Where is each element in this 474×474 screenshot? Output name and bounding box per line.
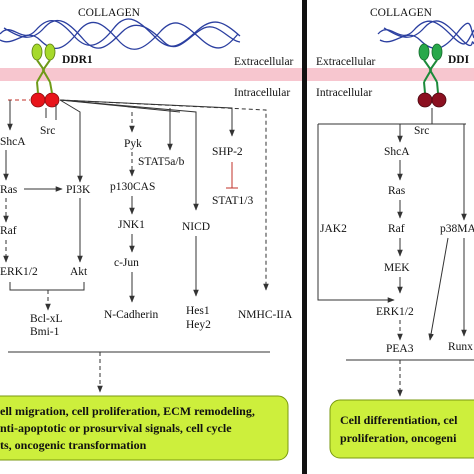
node-shca: ShcA [0, 136, 26, 148]
left-collagen-label: COLLAGEN [78, 7, 141, 19]
right-node-mek: MEK [384, 262, 410, 274]
right-node-erk: ERK1/2 [376, 306, 414, 318]
arrow-to-nicd [59, 99, 199, 211]
right-node-runx: Runx [448, 341, 473, 353]
right-node-shca: ShcA [384, 146, 410, 158]
arrow-right-p38-pea3 [428, 237, 449, 341]
left-outcome-line-2: nti-apoptotic or prosurvival signals, ce… [0, 421, 232, 435]
right-collagen-label: COLLAGEN [370, 7, 433, 19]
node-bcl: Bcl-xL [30, 313, 63, 325]
node-hey2: Hey2 [186, 319, 211, 331]
ddr2-label: DDI [448, 54, 470, 66]
right-node-ras: Ras [388, 185, 406, 197]
left-membrane [0, 68, 302, 81]
erk-akt-join [9, 282, 85, 291]
right-node-src: Src [414, 125, 429, 137]
right-outcome-line-2: proliferation, oncogeni [340, 431, 457, 445]
node-akt: Akt [70, 266, 88, 278]
inhibit-shp2-stat13 [226, 162, 238, 189]
ddr2-receptor [417, 43, 447, 108]
right-outcome-line-1: Cell differentiation, cel [340, 413, 458, 427]
node-ras: Ras [0, 184, 18, 196]
panel-divider [302, 0, 307, 474]
right-extracellular-label: Extracellular [316, 56, 376, 68]
node-hes1: Hes1 [186, 305, 210, 317]
arrow-right-left-to-erk [317, 124, 395, 303]
node-stat13: STAT1/3 [212, 195, 253, 207]
node-cjun: c-Jun [114, 257, 139, 269]
node-ncad: N-Cadherin [104, 309, 159, 321]
node-bmi: Bmi-1 [30, 326, 60, 338]
arrow-to-pi3k [59, 99, 83, 183]
node-pi3k: PI3K [66, 184, 91, 196]
left-outcome-line-3: ts, oncogenic transformation [0, 438, 147, 452]
right-node-raf: Raf [388, 223, 405, 235]
right-membrane [307, 68, 474, 81]
left-collagen-fibers [0, 18, 241, 50]
src-link [45, 104, 57, 120]
node-src: Src [40, 125, 55, 137]
ddr1-label: DDR1 [62, 54, 93, 66]
left-intracellular-label: Intracellular [234, 87, 290, 99]
left-extracellular-label: Extracellular [234, 56, 294, 68]
right-panel-ddr2: COLLAGEN Extracellular Intracellular DDI… [307, 7, 474, 459]
node-stat5: STAT5a/b [138, 156, 185, 168]
right-node-jak2: JAK2 [320, 223, 347, 235]
right-intracellular-label: Intracellular [316, 87, 372, 99]
ddr1-receptor [30, 43, 60, 108]
right-node-pea3: PEA3 [386, 343, 414, 355]
node-p130: p130CAS [110, 181, 155, 193]
arrow-to-nmhc [59, 99, 269, 291]
left-outcome-line-1: ell migration, cell proliferation, ECM r… [0, 404, 255, 418]
left-outcome-box [0, 395, 289, 461]
right-node-p38: p38MA [440, 223, 474, 235]
node-nmhc: NMHC-IIA [238, 309, 293, 321]
node-pyk: Pyk [124, 138, 142, 150]
node-raf: Raf [0, 225, 17, 237]
node-erk: ERK1/2 [0, 266, 38, 278]
right-outcome-box [329, 399, 474, 459]
node-shp2: SHP-2 [212, 146, 243, 158]
left-panel-ddr1: COLLAGEN Extracellular Intracellular DDR… [0, 7, 302, 461]
node-jnk: JNK1 [118, 219, 145, 231]
node-nicd: NICD [182, 221, 210, 233]
